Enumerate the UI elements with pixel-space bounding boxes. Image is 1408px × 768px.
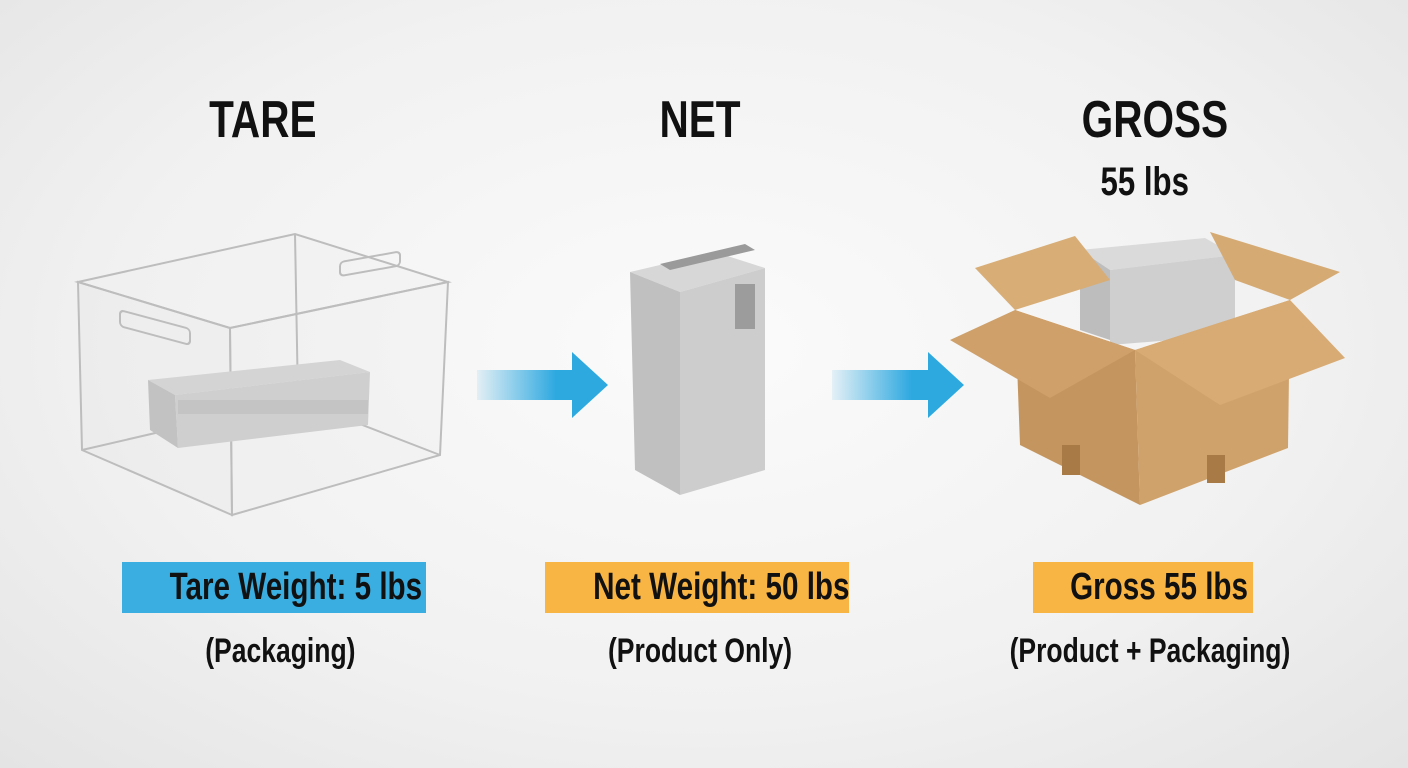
- gross-title: GROSS: [1081, 91, 1229, 149]
- gross-note: (Product + Packaging): [1009, 632, 1291, 670]
- net-note: (Product Only): [607, 632, 793, 670]
- tare-title: TARE: [209, 91, 317, 149]
- gross-subtitle: 55 lbs: [1100, 160, 1190, 204]
- product-inside-crate: [148, 360, 370, 448]
- gross-weight-badge: Gross 55 lbs: [1033, 562, 1253, 613]
- tare-weight-badge: Tare Weight: 5 lbs: [122, 562, 426, 613]
- arrow-right-icon: [477, 352, 608, 418]
- cardboard-box-illustration: [950, 232, 1345, 505]
- arrow-right-icon: [832, 352, 964, 418]
- net-title: NET: [659, 91, 741, 149]
- tare-note: (Packaging): [204, 632, 356, 670]
- product-package-illustration: [630, 244, 765, 495]
- net-weight-badge: Net Weight: 50 lbs: [545, 562, 850, 613]
